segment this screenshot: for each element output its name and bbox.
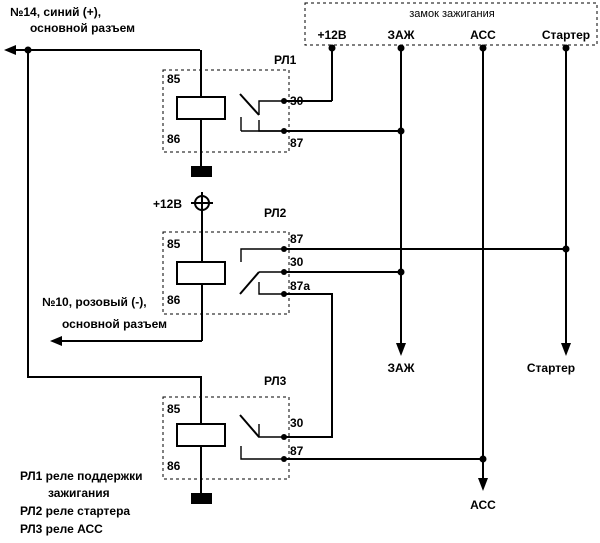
terminal-acc: АСС bbox=[470, 28, 496, 42]
rl3-coil bbox=[176, 423, 226, 447]
legend-line1: РЛ1 реле поддержки bbox=[20, 469, 143, 483]
pink-connector-line1: №10, розовый (-), bbox=[42, 295, 147, 309]
legend-line4: РЛ3 реле АСС bbox=[20, 522, 103, 536]
output-acc: АСС bbox=[470, 498, 496, 512]
rl3-pin-30: 30 bbox=[290, 416, 304, 430]
terminal-plus12: +12В bbox=[317, 28, 346, 42]
rl2-pin-87: 87 bbox=[290, 232, 304, 246]
rl2-pin-87a: 87а bbox=[290, 279, 310, 293]
plus12-label: +12В bbox=[153, 197, 182, 211]
rl2-switch-blade bbox=[239, 271, 260, 295]
rl2-pin-85: 85 bbox=[167, 237, 181, 251]
pink-connector-line2: основной разъем bbox=[62, 317, 167, 331]
arrow-acc bbox=[478, 478, 488, 491]
rl2-pin-30: 30 bbox=[290, 255, 304, 269]
rl2-coil bbox=[176, 261, 226, 285]
relay-rl1-name: РЛ1 bbox=[274, 53, 297, 67]
terminal-zazh: ЗАЖ bbox=[387, 28, 414, 42]
legend-line2: зажигания bbox=[48, 486, 110, 500]
rl1-pin-86: 86 bbox=[167, 132, 181, 146]
relay-rl1-box bbox=[162, 69, 290, 153]
rl3-pin-87: 87 bbox=[290, 444, 304, 458]
output-starter: Стартер bbox=[527, 361, 575, 375]
arrow-pink bbox=[50, 336, 62, 346]
rl2-pin-86: 86 bbox=[167, 293, 181, 307]
rl1-switch-blade bbox=[239, 93, 260, 116]
ignition-switch-box bbox=[304, 2, 598, 46]
rl1-pin-87: 87 bbox=[290, 136, 304, 150]
relay-rl2-box bbox=[162, 231, 290, 315]
arrow-blue bbox=[4, 45, 16, 55]
legend-line3: РЛ2 реле стартера bbox=[20, 504, 130, 518]
rl3-pin-85: 85 bbox=[167, 402, 181, 416]
rl3-ground bbox=[191, 493, 212, 504]
blue-connector-line1: №14, синий (+), bbox=[10, 5, 101, 19]
arrow-starter bbox=[561, 343, 571, 356]
rl1-coil bbox=[176, 96, 226, 120]
relay-rl3-name: РЛ3 bbox=[264, 374, 287, 388]
wire-blue-to-rl3 bbox=[27, 50, 202, 412]
output-zazh: ЗАЖ bbox=[387, 361, 414, 375]
rl1-pin-85: 85 bbox=[167, 72, 181, 86]
wire-87a-to-rl3 bbox=[284, 293, 333, 438]
relay-rl3-box bbox=[162, 396, 290, 480]
blue-connector-line2: основной разъем bbox=[30, 21, 135, 35]
ignition-switch-title: замок зажигания bbox=[409, 8, 494, 20]
terminal-starter: Стартер bbox=[542, 28, 590, 42]
ignition-wires bbox=[331, 48, 567, 480]
relay-rl2-name: РЛ2 bbox=[264, 206, 287, 220]
rl3-pin-86: 86 bbox=[167, 459, 181, 473]
arrow-zazh bbox=[396, 343, 406, 356]
rl3-switch-blade bbox=[239, 414, 260, 438]
rl1-ground bbox=[191, 166, 212, 177]
